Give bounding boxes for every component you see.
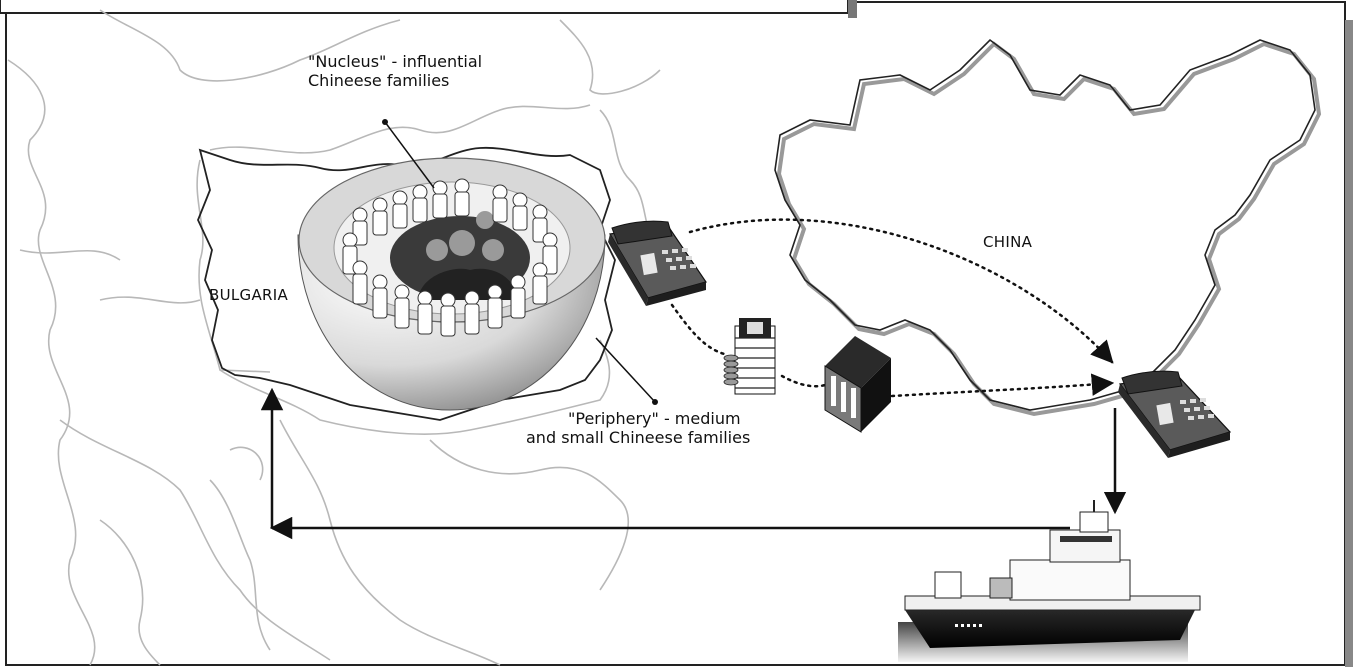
nucleus-label: "Nucleus" - influential Chineese familie… [308,52,482,90]
money-stack-icon [723,318,776,395]
bulgaria-label: BULGARIA [209,286,289,304]
periphery-leader-line [595,337,656,403]
periphery-label: "Periphery" - medium and small Chineese … [526,409,750,447]
money-flow-bank-to-china [890,373,1115,398]
header-box [0,0,857,18]
bank-building-icon [824,336,891,433]
nucleus-label-line-2: Chineese families [308,71,450,90]
bulgaria-outline [197,146,616,421]
money-flow-to-bank [780,374,827,388]
periphery-label-line-1: "Periphery" - medium [568,409,741,428]
nucleus-leader-line [384,121,435,189]
frame-border [5,1,1346,666]
cargo-ship-icon [898,500,1201,662]
telephone-icon [608,220,707,306]
telephone-icon [1118,370,1232,458]
money-flow-arrow-phone [688,218,1114,364]
money-flow-to-cash [670,303,730,357]
nucleus-label-line-1: "Nucleus" - influential [308,52,483,71]
frame-shadow [1345,20,1353,667]
map-europe [7,9,661,666]
china-label: CHINA [983,233,1033,251]
people-bowl-icon [297,157,606,411]
china-outline [774,38,1322,417]
periphery-label-line-2: and small Chineese families [526,428,751,447]
